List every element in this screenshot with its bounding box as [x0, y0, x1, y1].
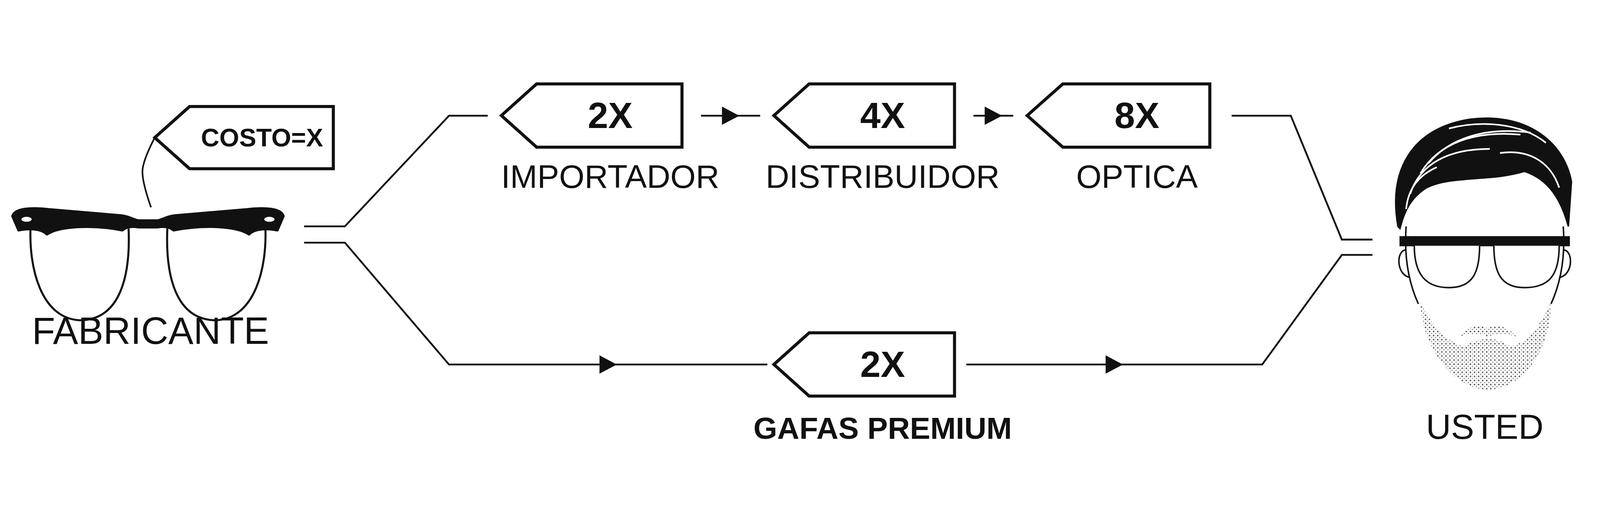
rivet [264, 216, 275, 222]
face-glasses [1399, 236, 1570, 247]
caption-box: DISTRIBUIDOR [809, 160, 957, 193]
caption-box: FABRICANTE [15, 312, 286, 350]
tag-text-box: 2X [536, 82, 684, 149]
stage-label: USTED [1425, 410, 1544, 446]
tag-text-box: COSTO=X [189, 105, 335, 171]
price-tag: 4XDISTRIBUIDOR [772, 82, 957, 149]
price-multiplier: 4X [860, 97, 906, 135]
price-multiplier: COSTO=X [200, 125, 324, 151]
beard [1420, 302, 1552, 391]
caption-box: OPTICA [1062, 160, 1212, 193]
price-tag: 8XOPTICA [1025, 82, 1212, 149]
price-tag: 2XGAFAS PREMIUM [772, 331, 957, 398]
flow-line [1231, 115, 1373, 240]
hair [1395, 118, 1572, 229]
flow-line [966, 254, 1373, 365]
cost-tag: COSTO=X [153, 105, 335, 171]
connector-group [966, 254, 1373, 374]
customer-figure: USTED [1392, 117, 1577, 393]
tag-shape [154, 106, 334, 170]
stage-label: GAFAS PREMIUM [753, 413, 1012, 444]
tag-shape [1026, 84, 1210, 148]
glasses-brow [12, 208, 284, 235]
price-multiplier: 8X [1114, 97, 1160, 135]
mustache [1459, 326, 1517, 337]
connector-group [701, 106, 761, 126]
tag-shape [501, 84, 682, 148]
lens-right [167, 226, 266, 321]
caption-box: USTED [1392, 410, 1577, 446]
stage-label: DISTRIBUIDOR [765, 160, 1000, 193]
rivet [21, 216, 32, 222]
arrowhead [1105, 355, 1123, 374]
flow-line [303, 242, 768, 365]
connector-group [142, 137, 155, 208]
stage-label: IMPORTADOR [501, 160, 720, 193]
glasses-icon [12, 208, 284, 321]
connector-group [1231, 115, 1373, 240]
connector-group [303, 242, 768, 374]
face-glasses-lens [1414, 246, 1559, 289]
customer-portrait [1395, 118, 1572, 391]
tag-text-box: 4X [809, 82, 957, 149]
hair-texture [1406, 124, 1560, 210]
stage-label: FABRICANTE [31, 312, 269, 350]
price-multiplier: 2X [587, 97, 633, 135]
tag-text-box: 8X [1062, 82, 1212, 149]
price-tag: 2XIMPORTADOR [499, 82, 684, 149]
caption-box: GAFAS PREMIUM [809, 413, 957, 444]
arrowhead [722, 106, 740, 126]
arrowhead [599, 355, 617, 374]
manufacturer-figure: FABRICANTE [15, 209, 286, 322]
arrowhead [984, 106, 1002, 126]
tag-shape [774, 84, 955, 148]
tag-shape [774, 333, 955, 397]
lens-left [30, 226, 129, 321]
tag-text-box: 2X [809, 331, 957, 398]
connector-group [973, 106, 1014, 126]
leader-line [142, 137, 155, 208]
stage-label: OPTICA [1076, 160, 1198, 193]
caption-box: IMPORTADOR [536, 160, 684, 193]
price-multiplier: 2X [860, 346, 906, 384]
